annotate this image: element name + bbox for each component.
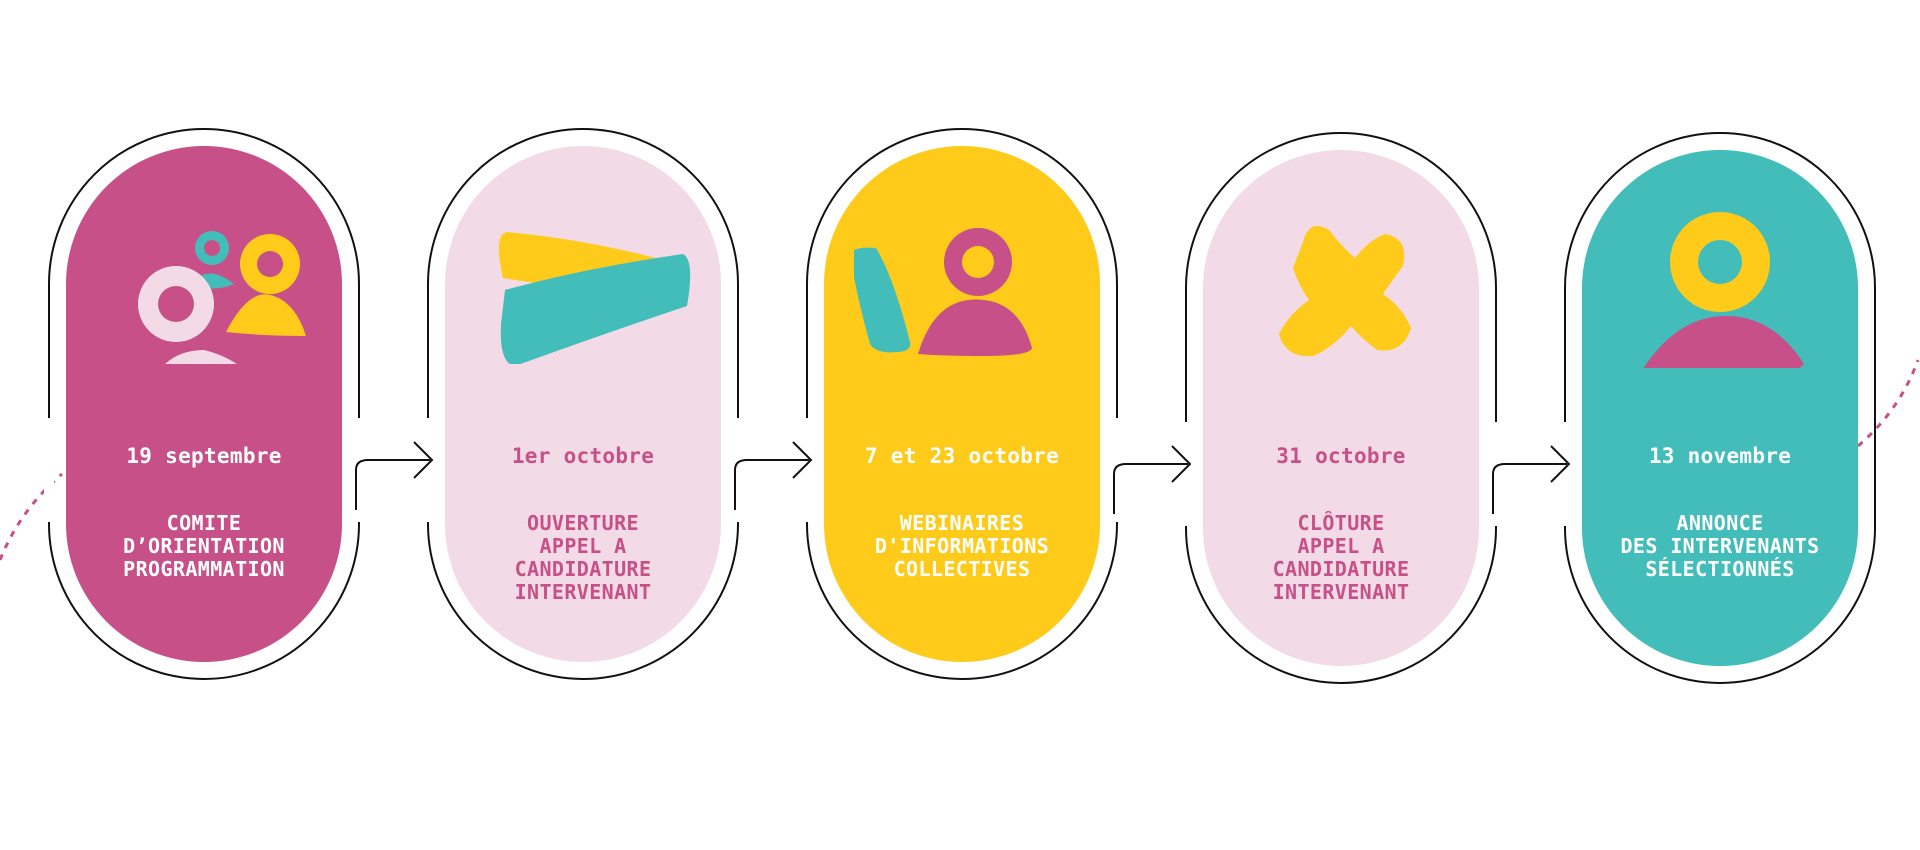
step-pill: 31 octobre CLÔTURE APPEL A CANDIDATURE I… (1203, 150, 1479, 666)
timeline-step-3: 7 et 23 octobre WEBINAIRES D'INFORMATION… (802, 128, 1122, 680)
step-title: WEBINAIRES D'INFORMATIONS COLLECTIVES (874, 511, 1050, 581)
group-of-people-icon (138, 231, 306, 364)
arrow-connector-1 (355, 441, 434, 510)
step-title: OUVERTURE APPEL A CANDIDATURE INTERVENAN… (514, 511, 652, 604)
timeline-step-4: 31 octobre CLÔTURE APPEL A CANDIDATURE I… (1181, 132, 1501, 684)
step-date: 13 novembre (1648, 444, 1792, 468)
step-date: 31 octobre (1276, 444, 1406, 468)
step-pill: 1er octobre OUVERTURE APPEL A CANDIDATUR… (445, 146, 721, 662)
step-outline (1185, 132, 1497, 684)
step-title: ANNONCE DES INTERVENANTS SÉLECTIONNÉS (1620, 511, 1820, 581)
step-outline (427, 128, 739, 680)
step-date: 1er octobre (511, 444, 655, 468)
step-pill: 13 novembre ANNONCE DES INTERVENANTS SÉL… (1582, 150, 1858, 666)
arrow-connector-2 (734, 441, 813, 510)
step-pill: 19 septembre COMITE D’ORIENTATION PROGRA… (66, 146, 342, 662)
timeline-step-1: 19 septembre COMITE D’ORIENTATION PROGRA… (44, 128, 364, 680)
step-pill: 7 et 23 octobre WEBINAIRES D'INFORMATION… (824, 146, 1100, 662)
cross-icon (1279, 226, 1411, 357)
step-date: 19 septembre (126, 444, 282, 468)
step-outline (1564, 132, 1876, 684)
step-title: COMITE D’ORIENTATION PROGRAMMATION (123, 511, 285, 581)
timeline-step-5: 13 novembre ANNONCE DES INTERVENANTS SÉL… (1560, 132, 1876, 684)
chevron-shapes-icon (498, 232, 691, 364)
step-outline (48, 128, 360, 680)
step-date: 7 et 23 octobre (864, 444, 1060, 468)
person-icon (1643, 212, 1804, 368)
step-title: CLÔTURE APPEL A CANDIDATURE INTERVENANT (1272, 511, 1410, 604)
step-outline (806, 128, 1118, 680)
arrow-connector-4 (1492, 445, 1571, 514)
arrow-connector-3 (1113, 445, 1192, 514)
timeline-step-2: 1er octobre OUVERTURE APPEL A CANDIDATUR… (423, 128, 743, 680)
presenter-icon (854, 228, 1032, 356)
